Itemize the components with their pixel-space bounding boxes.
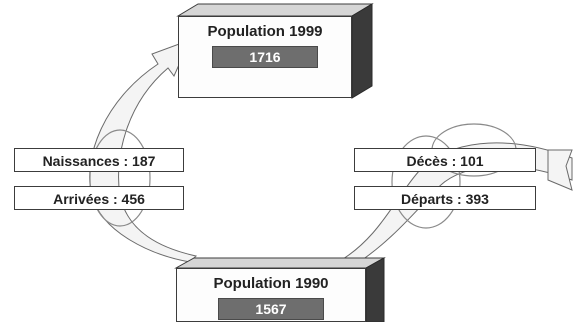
outflow-circle <box>391 135 461 229</box>
outflow-arrowhead <box>547 149 573 191</box>
top-box-top-face <box>176 3 374 17</box>
deaths-label: Décès : 101 <box>354 148 536 172</box>
departures-label: Départs : 393 <box>354 186 536 210</box>
population-1990-title: Population 1990 <box>213 275 329 292</box>
arrivals-label: Arrivées : 456 <box>14 186 184 210</box>
top-box-side-face <box>351 3 373 99</box>
bottom-box-top-face <box>174 257 386 269</box>
population-1990-value: 1567 <box>218 298 324 320</box>
population-1990-box: Population 1990 1567 <box>176 268 366 322</box>
population-1999-title: Population 1999 <box>207 23 323 40</box>
bottom-box-side-face <box>365 257 385 322</box>
inflow-circle <box>89 129 151 227</box>
births-label: Naissances : 187 <box>14 148 184 172</box>
population-1999-box: Population 1999 1716 <box>178 16 352 98</box>
population-1999-value: 1716 <box>212 46 318 68</box>
